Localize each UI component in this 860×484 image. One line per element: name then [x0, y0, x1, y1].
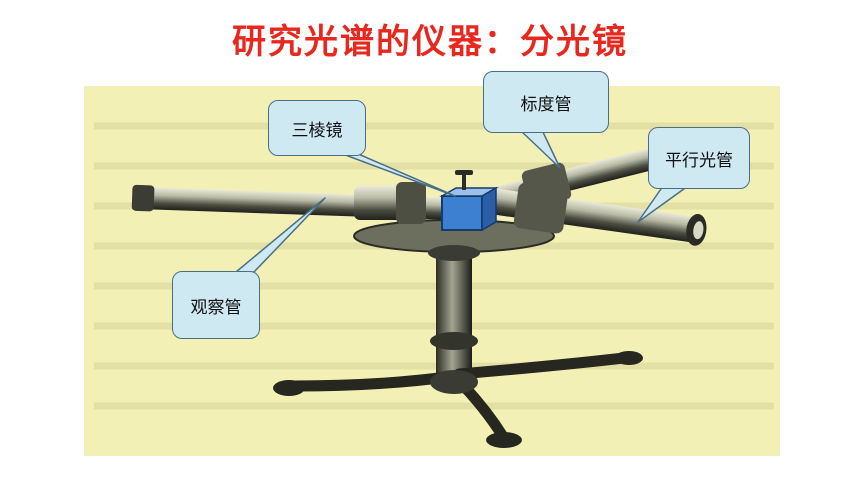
callout-observation-tube: 观察管: [172, 271, 260, 339]
label-observation-tube: 观察管: [190, 297, 242, 318]
page-title: 研究光谱的仪器：分光镜: [232, 22, 628, 62]
stand-pole: [436, 251, 472, 381]
label-scale-tube: 标度管: [520, 94, 572, 115]
prism-drawing: [439, 170, 499, 232]
callout-scale-tube: 标度管: [483, 71, 609, 133]
callout-prism: 三棱镜: [268, 100, 366, 156]
callout-collimator: 平行光管: [648, 127, 750, 189]
collimator-drawing: [490, 182, 707, 246]
label-prism: 三棱镜: [291, 120, 343, 141]
label-collimator: 平行光管: [665, 150, 733, 171]
